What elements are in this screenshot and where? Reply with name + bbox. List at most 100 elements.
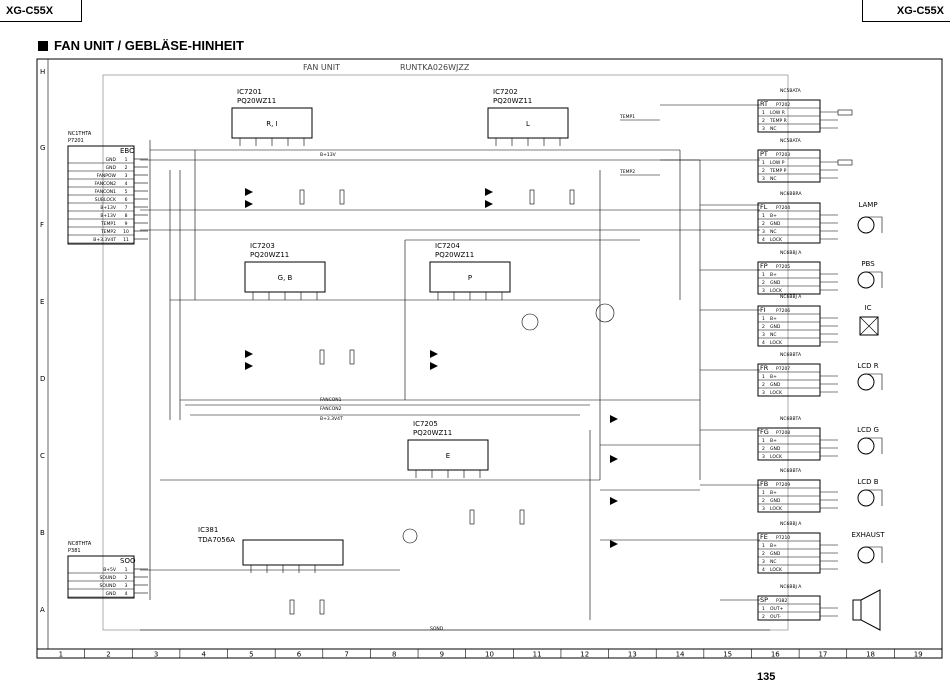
column-label: 10 [485,651,494,659]
connector-pin-label: GND [770,498,781,504]
connector-ref: P7201 [68,138,84,144]
connector-pin-label: LOCK [770,454,783,460]
column-label: 5 [249,651,253,659]
ic-part: PQ20WZ11 [237,97,276,105]
connector-pin-number: 4 [762,567,765,573]
connector-pin-number: 3 [762,229,765,235]
connector-part: NC6BBTA [780,416,802,422]
connector-pin-number: 1 [762,543,765,549]
device-label: LCD B [857,478,878,486]
device-label: IC [865,304,872,312]
connector-code: FE [760,533,768,541]
schematic-frame [36,58,943,659]
connector-ref: P7206 [776,308,790,314]
connector-pin-label: SOUND [99,575,116,581]
connector-part: NC6BBJ A [780,521,802,527]
row-label: B [40,529,45,537]
row-label: C [40,452,45,460]
connector-ref: P7209 [776,482,790,488]
connector-name: SOO [120,557,136,565]
connector-part: NC6BBJ A [780,584,802,590]
connector-pin-label: LOCK [770,237,783,243]
ic-body-label: L [526,120,530,128]
connector-pin-label: GND [770,280,781,286]
connector-code: FR [760,364,769,372]
ic-ref: IC381 [198,526,218,534]
connector-pin-label: B+3.3V4T [93,237,116,243]
connector-pin-number: 9 [125,221,128,227]
connector-pin-number: 3 [762,176,765,182]
connector-pin-number: 1 [762,160,765,166]
connector-pin-number: 3 [125,583,128,589]
connector-part: NC5BATA [780,88,802,94]
connector-pin-label: NC [770,559,777,565]
connector-pin-label: LOCK [770,506,783,512]
device-label: EXHAUST [851,531,885,539]
connector-pin-number: 8 [125,213,128,219]
column-label: 1 [59,651,63,659]
connector-pin-label: GND [106,157,117,163]
connector-pin-label: GND [770,446,781,452]
connector-part: NC6BBTA [780,352,802,358]
connector-pin-number: 7 [125,205,128,211]
wiring [140,104,770,631]
connector-pin-label: SUBLOCK [95,197,117,203]
connector-pin-number: 4 [125,591,128,597]
connector-ref: P7203 [776,152,790,158]
ic-ref: IC7204 [435,242,460,250]
connector-pin-label: LOCK [770,340,783,346]
row-label: A [40,606,45,614]
speaker-icon [852,589,881,631]
connector-pin-number: 2 [762,221,765,227]
connector-pin-number: 1 [762,606,765,612]
connector-part: NC8THTA [68,541,92,547]
connector-pin-number: 1 [762,374,765,380]
connector-pin-label: LOW R [770,110,785,116]
connector-ref: P7208 [776,430,790,436]
connector-pin-number: 11 [123,237,129,243]
model-tag-left: XG-C55X [0,0,82,22]
column-label: 7 [344,651,348,659]
connector-pin-number: 2 [762,382,765,388]
column-label: 17 [818,651,827,659]
column-label: 16 [771,651,780,659]
column-label: 6 [297,651,302,659]
unit-part-number: RUNTKA026WJZZ [400,63,470,72]
connector-pin-label: GND [770,324,781,330]
connector-pin-number: 1 [762,438,765,444]
connector-pin-label: TEMP R [769,118,787,124]
connector-pin-label: NC [770,176,777,182]
column-label: 8 [392,651,396,659]
ic-body-label: P [468,274,472,282]
connector-pin-label: GND [770,382,781,388]
connector-part: NC1THTA [68,131,92,137]
connector-pin-label: LOCK [770,390,783,396]
connector-code: FI [760,306,766,314]
connector-part: NC5BATA [780,138,802,144]
connector-pin-number: 4 [762,237,765,243]
connector-pin-number: 2 [762,614,765,620]
connector-pin-number: 2 [762,280,765,286]
ic-ref: IC7203 [250,242,275,250]
connector-pin-label: GND [770,221,781,227]
connector-pin-label: FANPOW [97,173,117,179]
ic-part: PQ20WZ11 [435,251,474,259]
connector-pin-label: B+ [770,490,777,496]
device-label: PBS [861,260,875,268]
connector-pin-number: 3 [762,126,765,132]
connector-pin-number: 2 [125,575,128,581]
ic-body-label: E [446,452,450,460]
page-number: 135 [757,671,776,683]
connector-pin-number: 1 [762,316,765,322]
connector-pin-number: 6 [125,197,128,203]
row-label: F [40,221,44,229]
connector-name: EBO [120,147,135,155]
connector-pin-label: LOCK [770,288,783,294]
bullet-square-icon [38,41,48,51]
